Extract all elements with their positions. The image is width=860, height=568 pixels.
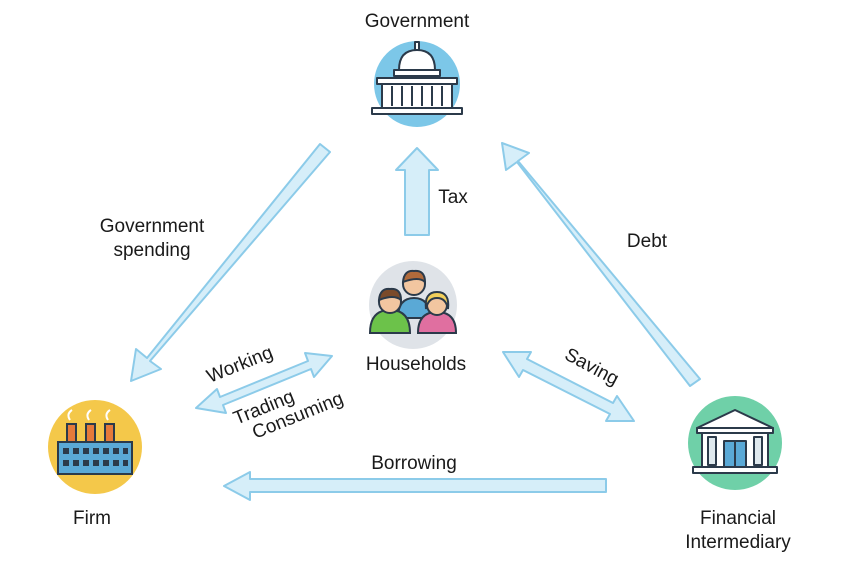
government-spending-label-line2: spending [113,240,190,261]
borrowing-label: Borrowing [371,453,457,474]
financial-label-line2: Intermediary [685,532,791,553]
government-spending-arrow [130,143,331,382]
capitol-building-icon [371,41,463,115]
financial-label-line1: Financial [700,508,776,529]
government-label: Government [365,11,470,32]
firm-node: Firm [48,400,142,529]
tax-label: Tax [438,187,468,208]
households-label: Households [366,354,466,375]
tax-arrow [395,147,439,236]
family-icon [368,269,458,334]
government-spending-label-line1: Government [100,216,205,237]
working-arrow [195,352,333,414]
bank-icon [692,409,778,474]
government-node: Government [365,11,470,127]
debt-label: Debt [627,231,668,252]
debt-arrow [501,142,701,387]
borrowing-arrow [223,471,607,501]
firm-label: Firm [73,508,111,529]
factory-icon [57,409,133,475]
financial-intermediary-node: Financial Intermediary [685,396,791,553]
saving-arrow [502,351,635,422]
households-node: Households [366,261,466,375]
